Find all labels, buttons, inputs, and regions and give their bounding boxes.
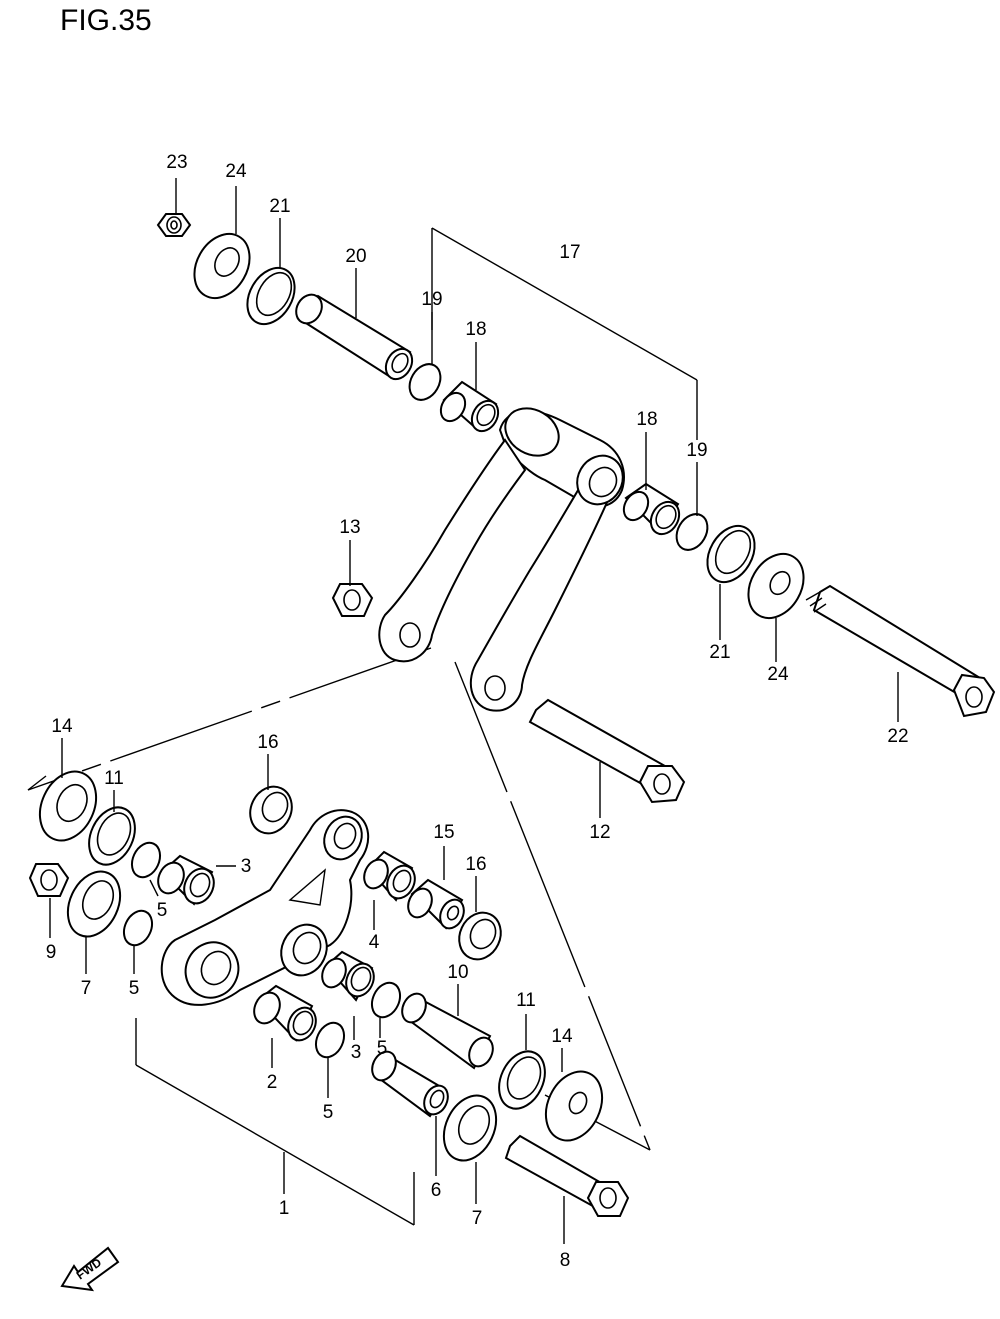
part-9-nut (28, 863, 70, 897)
callout-11: 11 (104, 768, 124, 789)
part-16-collar-upper (249, 785, 293, 835)
part-18-bearing-right (622, 482, 681, 536)
callout-19: 19 (686, 440, 707, 461)
part-24-washer-right (747, 553, 805, 619)
callout-24: 24 (767, 664, 789, 685)
part-24-washer-upper (193, 233, 251, 299)
part-5-oring-c (370, 981, 402, 1019)
callout-22: 22 (887, 726, 908, 747)
callout-24: 24 (225, 161, 247, 182)
part-8-bolt (504, 1134, 630, 1217)
fwd-arrow-icon: FWD (60, 1246, 120, 1292)
callout-5: 5 (323, 1102, 334, 1123)
part-19-oring-right (675, 513, 709, 551)
part-23-nut (156, 213, 192, 237)
part-11-seal-right (498, 1050, 546, 1110)
callout-1: 1 (279, 1198, 290, 1219)
part-1-cushion-lever (160, 809, 370, 1006)
callout-labels: 23 24 21 20 17 19 18 18 19 13 21 24 22 1… (46, 152, 909, 1271)
figure-title: FIG.35 (60, 4, 152, 37)
callout-10: 10 (447, 962, 468, 983)
callout-14: 14 (51, 716, 73, 737)
callout-12: 12 (589, 822, 610, 843)
part-6-collar (371, 1050, 449, 1118)
callout-7: 7 (472, 1208, 483, 1229)
callout-6: 6 (431, 1180, 442, 1201)
callout-20: 20 (345, 246, 366, 267)
part-14-washer-left (38, 770, 98, 842)
callout-14: 14 (551, 1026, 573, 1047)
callout-13: 13 (339, 517, 360, 538)
callout-15: 15 (433, 822, 454, 843)
callout-5: 5 (377, 1038, 388, 1059)
callout-11: 11 (516, 990, 536, 1011)
group-bracket-1 (135, 1018, 415, 1226)
callout-21: 21 (269, 196, 290, 217)
callout-7: 7 (81, 978, 92, 999)
part-18-bearing-upper (439, 380, 500, 433)
callout-8: 8 (560, 1250, 571, 1271)
callout-3: 3 (351, 1042, 362, 1063)
leader-lines (49, 178, 899, 1244)
callout-2: 2 (267, 1072, 278, 1093)
part-11-seal-left (88, 806, 136, 866)
part-5-oring-a (130, 841, 162, 879)
part-20-collar (295, 293, 414, 381)
part-3-bearing-left (157, 854, 215, 906)
callout-5: 5 (157, 900, 168, 921)
part-5-oring-b (122, 909, 154, 947)
part-7-washer-right (442, 1094, 498, 1162)
part-21-seal-upper (246, 266, 296, 326)
callout-4: 4 (369, 932, 380, 953)
part-3-bearing-right (321, 950, 375, 1002)
callout-9: 9 (46, 942, 57, 963)
callout-18: 18 (465, 319, 486, 340)
part-17-cushion-rod (378, 407, 625, 712)
callout-5: 5 (129, 978, 140, 999)
callout-21: 21 (709, 642, 730, 663)
callout-19: 19 (421, 289, 442, 310)
callout-17: 17 (559, 242, 580, 263)
callout-18: 18 (636, 409, 657, 430)
part-13-nut (331, 583, 374, 617)
callout-3: 3 (241, 856, 252, 877)
callout-16: 16 (465, 854, 486, 875)
part-4-bearing (363, 850, 416, 902)
part-14-washer-right (544, 1070, 604, 1142)
part-2-bearing (253, 984, 317, 1042)
part-16-collar-right (458, 911, 502, 961)
part-5-oring-d (314, 1021, 346, 1059)
callout-23: 23 (166, 152, 187, 173)
part-21-seal-right (706, 524, 756, 584)
part-19-oring-upper (408, 363, 442, 401)
part-7-washer-left (66, 870, 122, 938)
part-22-bolt (805, 584, 996, 718)
callout-16: 16 (257, 732, 278, 753)
part-10-collar (401, 992, 494, 1070)
part-15-collar (407, 878, 465, 930)
part-12-bolt (528, 698, 686, 804)
